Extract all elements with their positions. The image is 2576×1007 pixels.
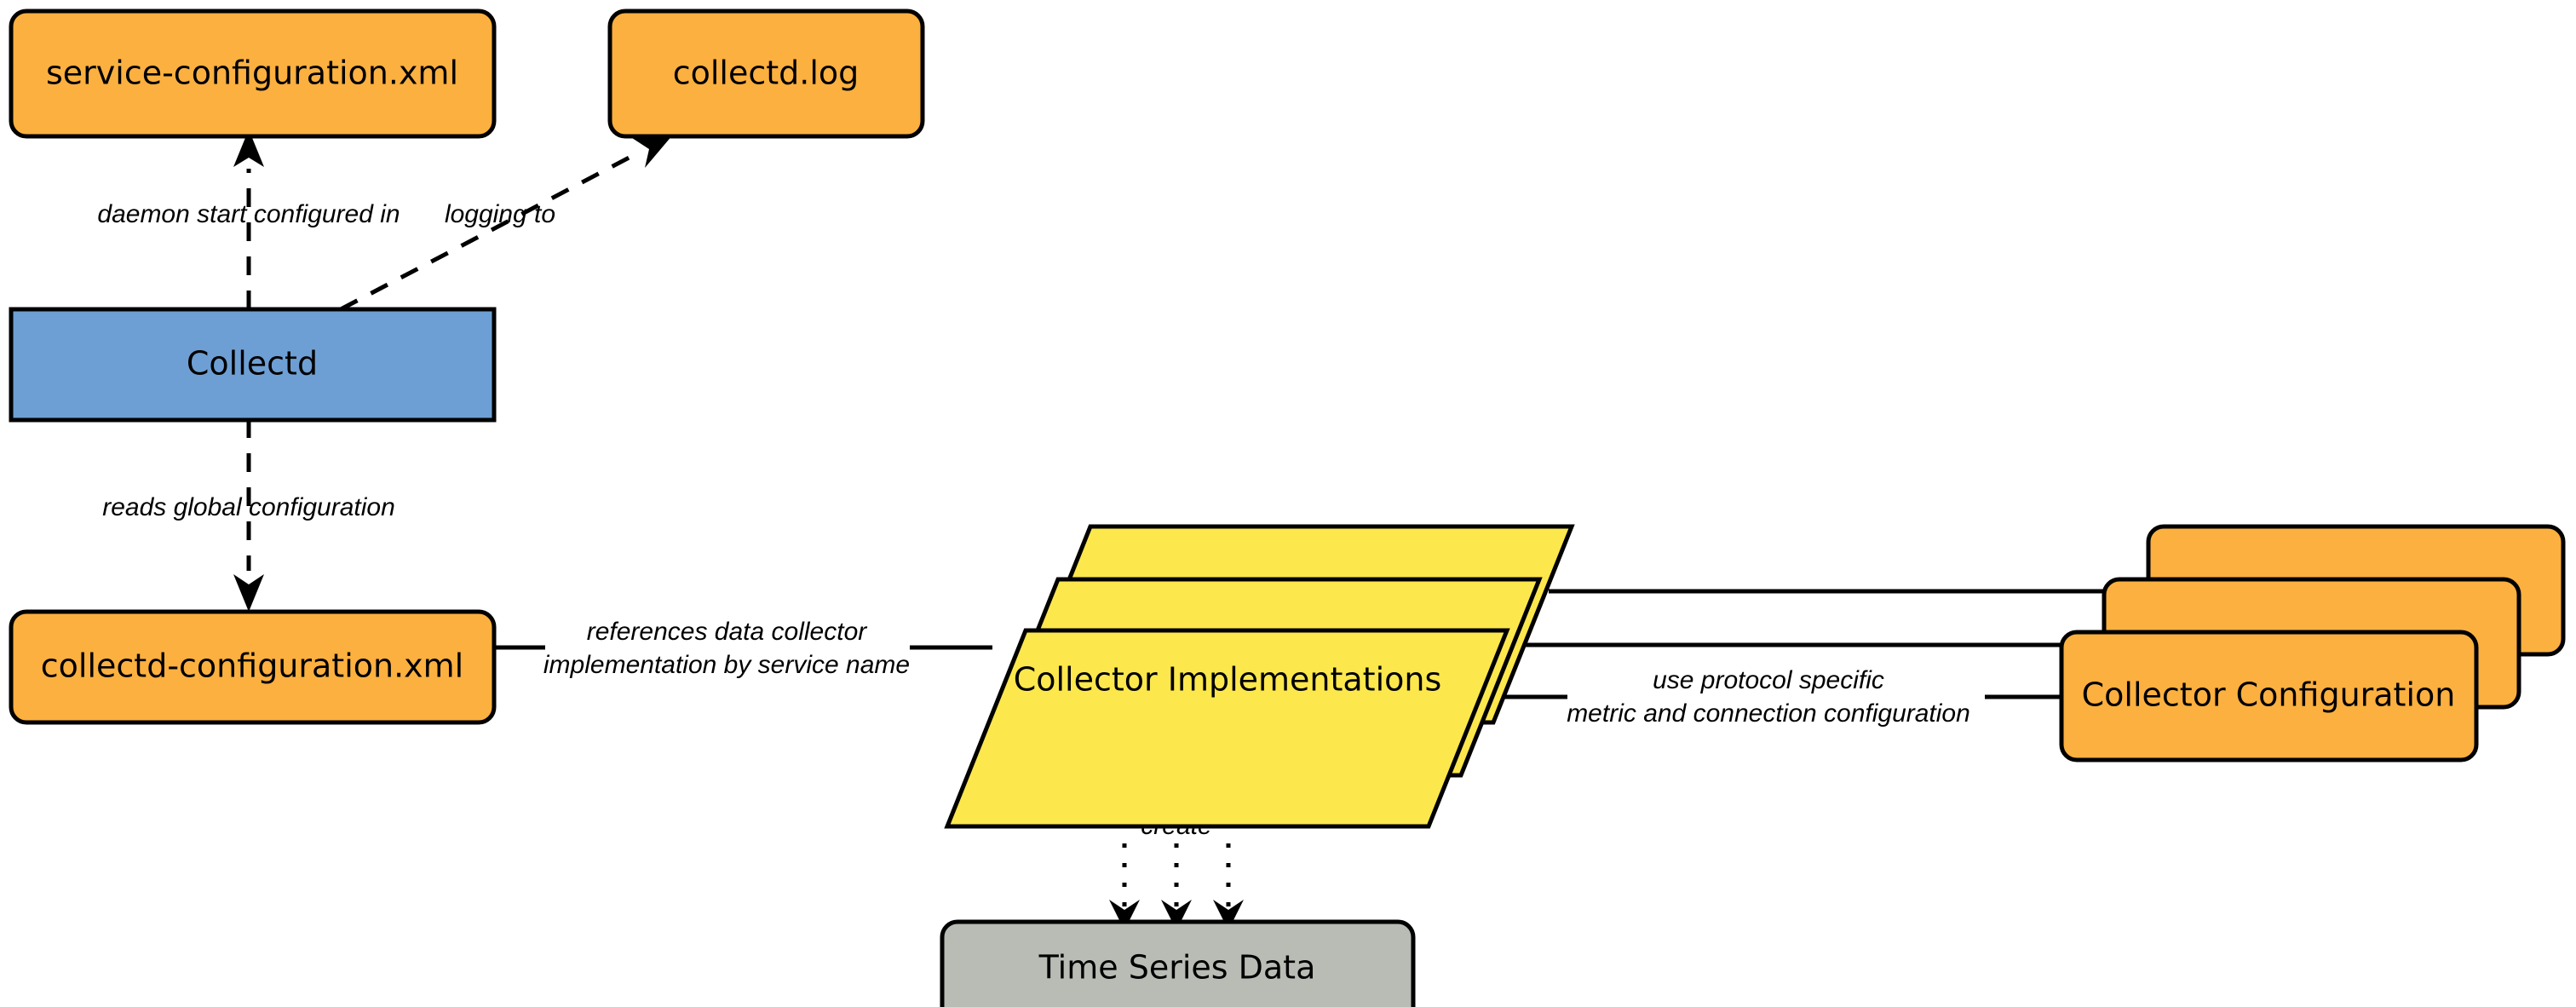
arrowhead-create-3	[1213, 900, 1244, 930]
edge-references-label-line2: implementation by service name	[543, 651, 910, 679]
node-collectd-box[interactable]	[9, 307, 497, 423]
edge-references-label-line1: references data collector	[587, 618, 868, 646]
node-collector-implementations-label: Collector Implementations	[1014, 661, 1442, 699]
arrowhead-logging-to	[632, 135, 673, 168]
node-collectd-log-label: collectd.log	[673, 55, 860, 92]
node-service-configuration-xml-label: service-configuration.xml	[46, 55, 458, 92]
node-time-series-data[interactable]: Time Series Data	[940, 919, 1416, 1007]
arrowhead-create-2	[1161, 900, 1192, 930]
node-collectd-configuration-xml-box[interactable]	[9, 609, 497, 725]
edge-logging-to: logging to	[339, 135, 673, 312]
arrowhead-create-1	[1109, 900, 1140, 930]
node-time-series-data-box[interactable]	[940, 919, 1416, 1007]
edge-reads-global-configuration: reads global configuration	[102, 419, 395, 612]
node-collector-configuration-layer-1[interactable]	[2059, 630, 2479, 762]
edge-use-protocol-specific: use protocol specific metric and connect…	[1498, 589, 2148, 728]
edge-protocol-label-line1: use protocol specific	[1653, 666, 1884, 694]
node-collector-configuration[interactable]: Collector Configuration	[2059, 524, 2566, 762]
edge-logging-to-line	[339, 151, 639, 312]
edge-references-data-collector: references data collector implementation…	[494, 618, 992, 679]
node-collector-configuration-label: Collector Configuration	[2082, 676, 2456, 714]
node-collectd-label: Collectd	[187, 345, 318, 383]
node-collectd-configuration-xml-label: collectd-configuration.xml	[41, 647, 463, 685]
node-service-configuration-xml-box[interactable]	[9, 9, 497, 139]
node-time-series-data-label: Time Series Data	[1038, 949, 1316, 987]
node-collectd-log[interactable]: collectd.log	[607, 9, 925, 139]
arrowhead-daemon-start	[233, 129, 264, 167]
node-collectd-log-box[interactable]	[607, 9, 925, 139]
edge-reads-global-label: reads global configuration	[102, 493, 395, 521]
edge-daemon-start-configured-in: daemon start configured in	[97, 129, 400, 309]
node-collectd[interactable]: Collectd	[9, 307, 497, 423]
edge-logging-to-label: logging to	[445, 200, 555, 228]
node-collector-implementations[interactable]: Collector Implementations	[944, 524, 1575, 829]
node-collector-implementations-layer-1[interactable]	[944, 628, 1510, 829]
edge-protocol-label-line2: metric and connection configuration	[1567, 699, 1970, 728]
edge-daemon-start-label: daemon start configured in	[97, 200, 400, 228]
arrowhead-reads-global	[233, 574, 264, 612]
node-collectd-configuration-xml[interactable]: collectd-configuration.xml	[9, 609, 497, 725]
node-service-configuration-xml[interactable]: service-configuration.xml	[9, 9, 497, 139]
